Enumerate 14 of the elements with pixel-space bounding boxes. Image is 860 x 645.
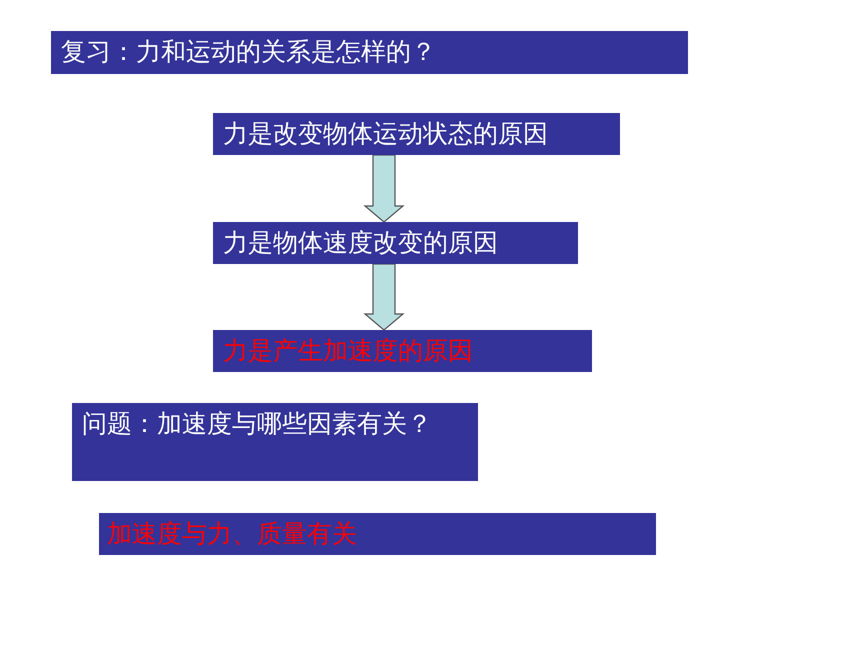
box-text: 加速度与力、质量有关 xyxy=(107,518,357,550)
box-text: 力是改变物体运动状态的原因 xyxy=(223,118,548,150)
box-text: 复习：力和运动的关系是怎样的？ xyxy=(61,36,436,68)
block-arrow xyxy=(363,154,405,223)
block-arrow xyxy=(363,263,405,331)
text-box xyxy=(213,222,578,264)
text-box xyxy=(99,513,656,555)
text-box xyxy=(51,31,688,74)
text-box xyxy=(213,330,592,372)
box-text: 力是物体速度改变的原因 xyxy=(223,227,498,259)
text-box xyxy=(72,403,478,481)
text-box xyxy=(213,113,620,155)
box-text: 力是产生加速度的原因 xyxy=(223,335,473,367)
box-text: 问题：加速度与哪些因素有关？ xyxy=(82,408,432,440)
